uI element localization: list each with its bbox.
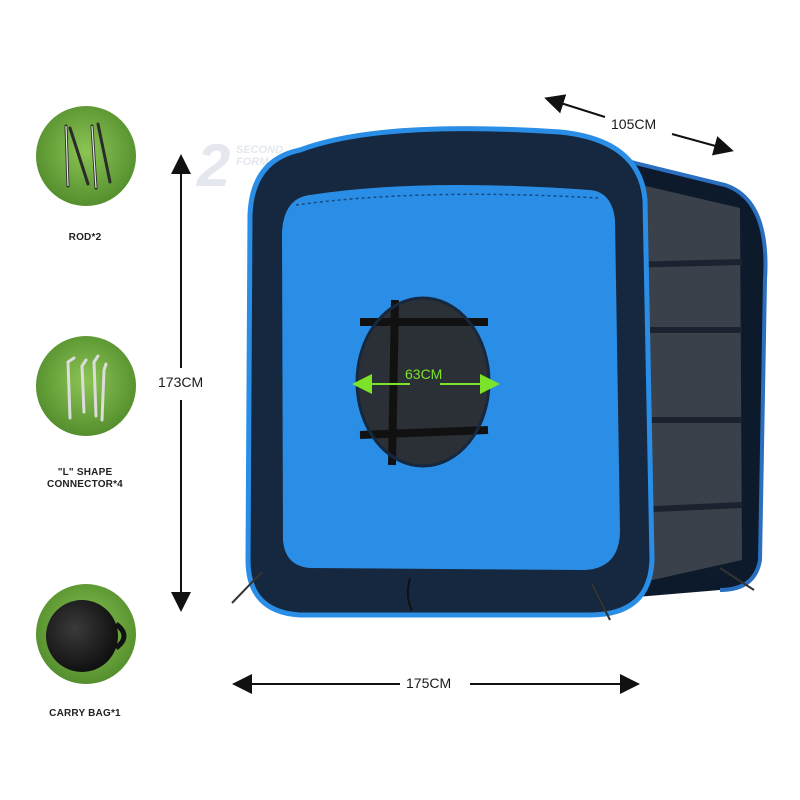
- connector-accessory-image: [36, 336, 136, 436]
- rod-label: ROD*2: [68, 232, 102, 243]
- rod-accessory-image: [36, 106, 136, 206]
- depth-arrow-right: [671, 133, 734, 156]
- connector-label-text: "L" SHAPE CONNECTOR*4: [47, 467, 123, 490]
- badge-line-2: FORM: [236, 156, 269, 168]
- hole-diameter-label: 63CM: [405, 366, 443, 382]
- carry-bag-icon: [36, 584, 136, 684]
- carry-bag-label: CARRY BAG*1: [49, 708, 121, 719]
- rod-icon: [36, 106, 136, 206]
- height-label: 173CM: [155, 374, 207, 390]
- carry-bag-accessory-image: [36, 584, 136, 684]
- depth-arrow-left: [544, 94, 606, 118]
- badge-line-1: SECOND: [236, 144, 284, 156]
- connector-label: "L" SHAPE CONNECTOR*4: [10, 467, 160, 491]
- width-label: 175CM: [403, 675, 455, 691]
- depth-label: 105CM: [608, 116, 660, 132]
- l-connector-icon: [36, 336, 136, 436]
- badge-number: 2: [197, 132, 231, 199]
- tent-front: [231, 126, 755, 621]
- badge-text: SECOND FORM: [236, 144, 283, 168]
